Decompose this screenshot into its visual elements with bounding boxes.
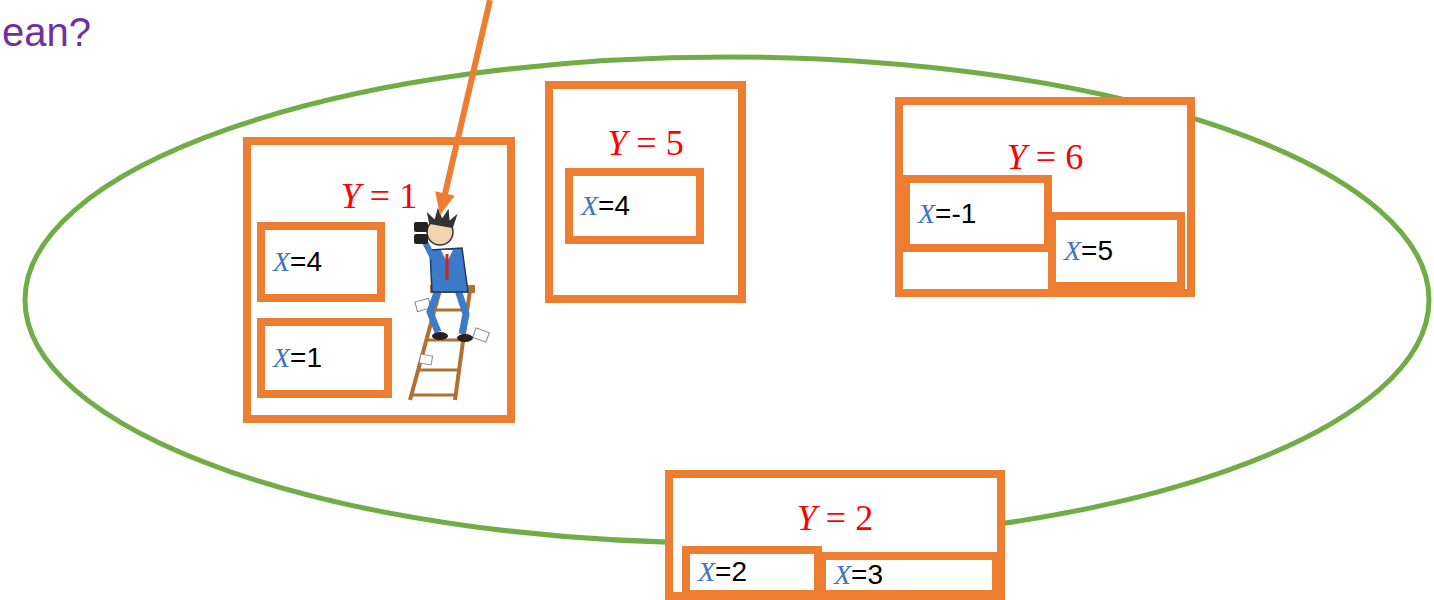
figure-leg — [430, 290, 438, 332]
value-box: X=4 — [257, 222, 385, 302]
variable-letter: X — [1064, 235, 1081, 266]
value-text: =5 — [1081, 235, 1113, 266]
variable-letter: X — [698, 556, 715, 587]
figure-shoe — [432, 332, 448, 340]
value-text: =-1 — [935, 198, 976, 229]
ladder-leg — [455, 290, 470, 400]
value-box: X=3 — [818, 552, 1000, 598]
value-text: =4 — [598, 190, 630, 221]
value-text: =2 — [715, 556, 747, 587]
ladder-rung — [411, 394, 456, 397]
figure-hair — [428, 210, 456, 228]
ladder-rung — [418, 369, 459, 372]
value-text: =1 — [290, 342, 322, 373]
value-text: = 5 — [627, 123, 683, 163]
x-value-label: X=5 — [1064, 237, 1113, 265]
y-value-label: Y = 5 — [607, 125, 683, 161]
value-box: X=1 — [257, 318, 392, 398]
value-text: =4 — [290, 246, 322, 277]
ladder-leg — [410, 290, 440, 400]
paper-sheet — [473, 328, 490, 342]
variable-letter: X — [918, 198, 935, 229]
variable-letter: Y — [341, 176, 361, 216]
variable-letter: X — [581, 190, 598, 221]
value-box: X=2 — [682, 546, 822, 598]
figure-leg — [458, 290, 466, 334]
observer-cartoon — [410, 210, 489, 400]
variable-letter: X — [834, 559, 851, 590]
x-value-label: X=4 — [581, 192, 630, 220]
binocular-lens — [414, 234, 428, 244]
x-value-label: X=4 — [273, 248, 322, 276]
variable-letter: Y — [797, 498, 817, 538]
value-box: X=-1 — [902, 175, 1052, 252]
pointer-arrow-shaft — [445, 0, 490, 194]
paper-sheet — [419, 354, 432, 365]
group-box: Y = 2X=2X=3 — [665, 470, 1005, 600]
figure-tie — [446, 254, 449, 280]
value-text: = 6 — [1027, 137, 1083, 177]
value-box: X=4 — [565, 168, 704, 244]
x-value-label: X=-1 — [918, 200, 976, 228]
figure-jacket — [430, 248, 468, 292]
x-value-label: X=3 — [834, 561, 883, 589]
y-value-label: Y = 1 — [341, 178, 417, 214]
variable-letter: Y — [1007, 137, 1027, 177]
x-value-label: X=1 — [273, 344, 322, 372]
value-text: = 2 — [817, 498, 873, 538]
binocular-lens — [414, 222, 428, 232]
group-box: Y = 1X=4X=1 — [243, 137, 515, 423]
variable-letter: Y — [607, 123, 627, 163]
y-value-label: Y = 2 — [797, 500, 873, 536]
value-text: =3 — [851, 559, 883, 590]
slide-title: ean? — [2, 10, 91, 54]
y-value-label: Y = 6 — [1007, 139, 1083, 175]
group-box: Y = 6X=-1X=5 — [895, 97, 1195, 297]
value-box: X=5 — [1048, 212, 1185, 290]
value-text: = 1 — [361, 176, 417, 216]
variable-letter: X — [273, 246, 290, 277]
x-value-label: X=2 — [698, 558, 747, 586]
figure-shoe — [457, 334, 473, 342]
pointer-arrow-head — [435, 191, 455, 215]
group-box: Y = 5 X=4 — [545, 81, 746, 303]
variable-letter: X — [273, 342, 290, 373]
